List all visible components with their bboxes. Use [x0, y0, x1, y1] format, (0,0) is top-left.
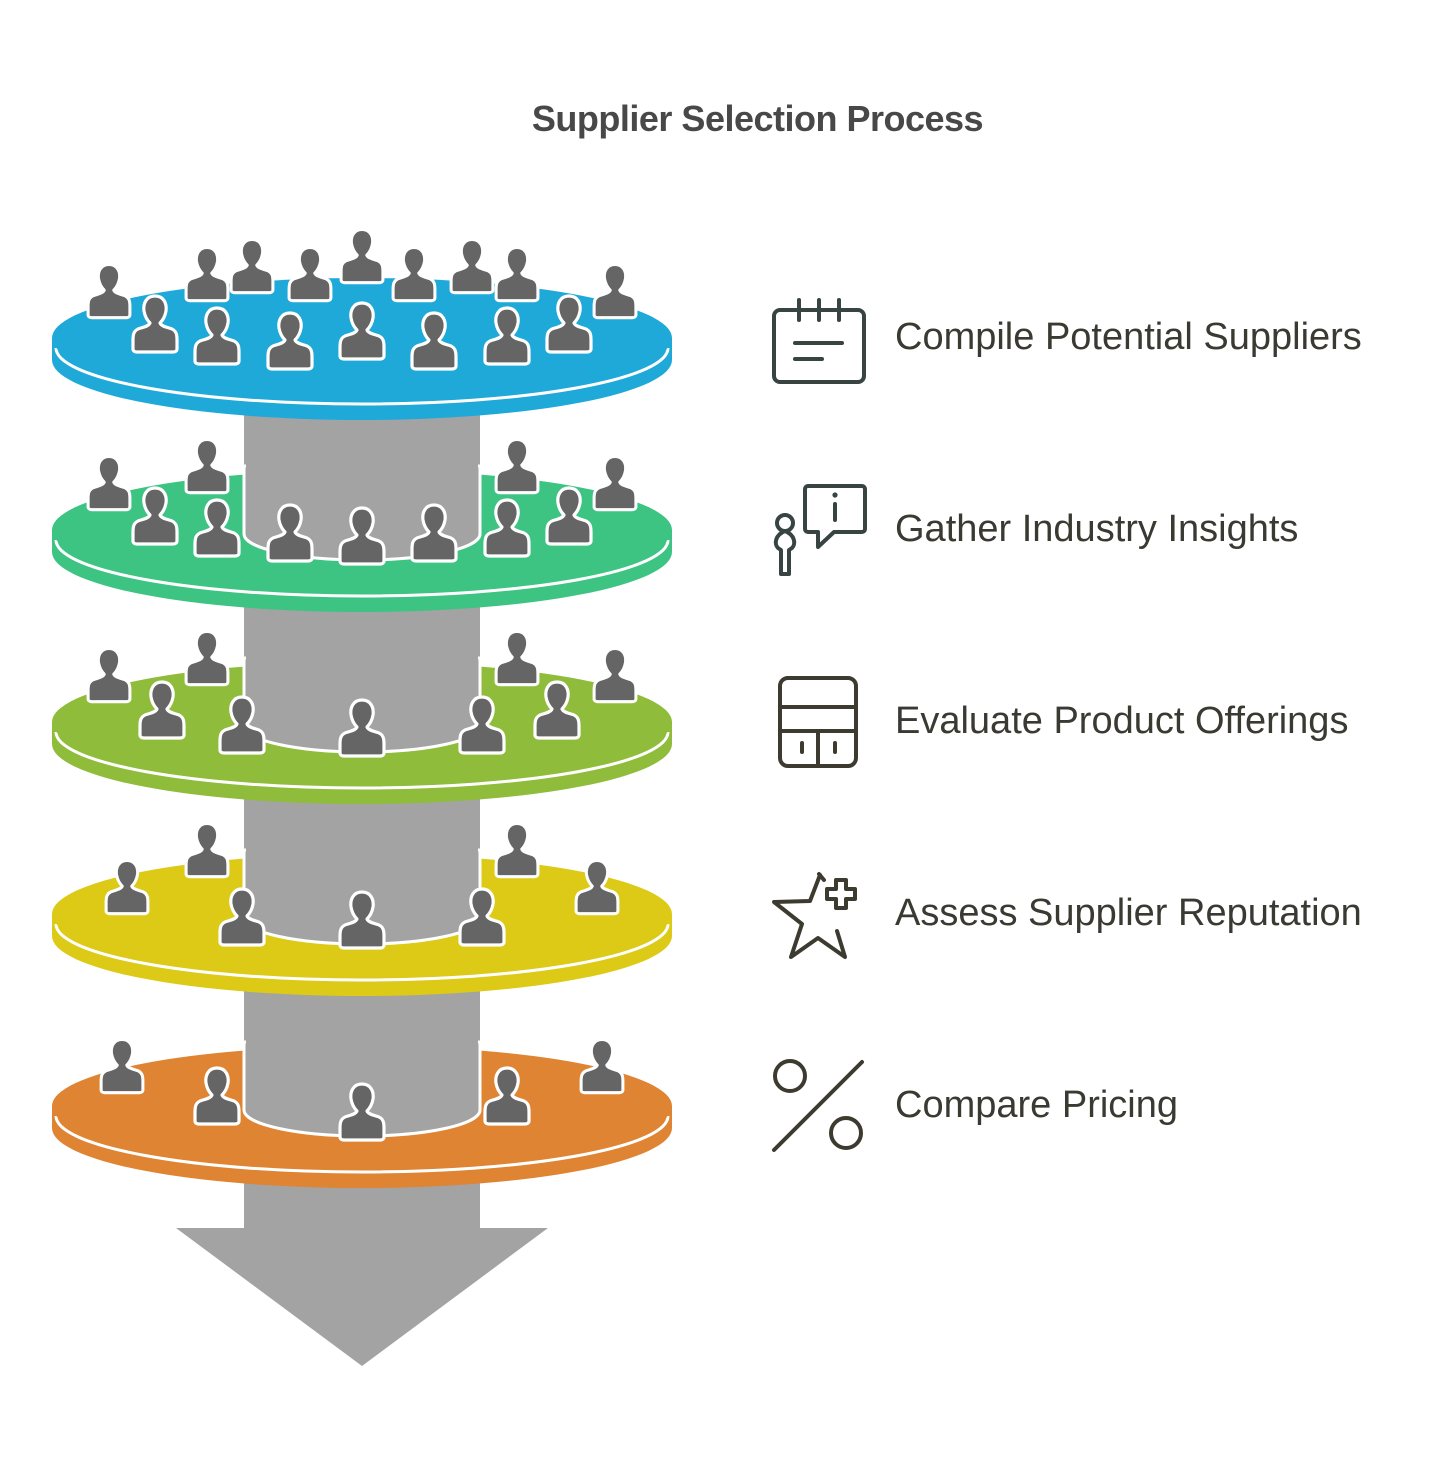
people-group — [104, 821, 620, 950]
person-icon — [391, 245, 437, 303]
disc-rim — [54, 731, 670, 790]
person-icon — [266, 311, 314, 371]
people-group — [86, 437, 638, 566]
person-icon — [193, 498, 241, 558]
disc-rim — [54, 923, 670, 982]
percent-icon — [762, 1056, 872, 1156]
stage-disc-2 — [52, 437, 672, 612]
stage-disc-3 — [52, 629, 672, 804]
stage-disc-5 — [52, 1032, 672, 1188]
person-icon — [138, 680, 186, 740]
person-icon — [184, 245, 230, 303]
person-icon — [266, 503, 314, 563]
person-icon — [574, 858, 620, 916]
cabinet-icon — [762, 672, 872, 772]
disc-rim — [54, 1115, 670, 1174]
person-icon — [339, 227, 385, 285]
person-icon — [229, 237, 275, 295]
person-icon — [483, 1066, 531, 1126]
person-icon — [86, 262, 132, 320]
person-icon — [131, 294, 179, 354]
person-icon — [193, 1066, 241, 1126]
diagram-title: Supplier Selection Process — [531, 98, 984, 139]
down-arrow — [176, 1176, 548, 1366]
person-icon — [338, 890, 386, 950]
person-icon — [494, 245, 540, 303]
person-icon — [218, 887, 266, 947]
step-label-compare-pricing: Compare Pricing — [895, 1084, 1178, 1126]
disc-rim — [54, 347, 670, 406]
person-icon — [184, 629, 230, 687]
person-icon — [483, 306, 531, 366]
stage-disc-4 — [52, 821, 672, 996]
person-icon — [494, 821, 540, 879]
step-label-assess-supplier-reputation: Assess Supplier Reputation — [895, 892, 1362, 934]
person-info-speech-icon — [762, 480, 872, 580]
person-icon — [410, 503, 458, 563]
person-icon — [338, 506, 386, 566]
person-icon — [458, 887, 506, 947]
person-icon — [483, 498, 531, 558]
star-plus-icon — [762, 864, 872, 964]
person-icon — [131, 486, 179, 546]
person-icon — [494, 629, 540, 687]
person-icon — [86, 454, 132, 512]
person-icon — [218, 695, 266, 755]
person-icon — [86, 646, 132, 704]
stage-disc-1 — [52, 227, 672, 420]
step-label-compile-potential-suppliers: Compile Potential Suppliers — [895, 316, 1362, 358]
person-icon — [458, 695, 506, 755]
people-group — [99, 1037, 625, 1142]
person-icon — [338, 301, 386, 361]
person-icon — [592, 262, 638, 320]
person-icon — [99, 1037, 145, 1095]
people-group — [86, 227, 638, 371]
person-icon — [410, 311, 458, 371]
step-label-gather-industry-insights: Gather Industry Insights — [895, 508, 1299, 550]
person-icon — [449, 237, 495, 295]
people-group — [86, 629, 638, 758]
step-label-evaluate-product-offerings: Evaluate Product Offerings — [895, 700, 1349, 742]
person-icon — [184, 821, 230, 879]
person-icon — [533, 680, 581, 740]
person-icon — [287, 245, 333, 303]
person-icon — [592, 646, 638, 704]
person-icon — [592, 454, 638, 512]
person-icon — [545, 294, 593, 354]
person-icon — [494, 437, 540, 495]
person-icon — [338, 698, 386, 758]
person-icon — [193, 306, 241, 366]
person-icon — [338, 1082, 386, 1142]
person-icon — [104, 858, 150, 916]
calendar-list-icon — [762, 288, 872, 388]
person-icon — [545, 486, 593, 546]
person-icon — [184, 437, 230, 495]
person-icon — [579, 1037, 625, 1095]
arrow-head — [176, 1176, 548, 1366]
disc-rim — [54, 539, 670, 598]
